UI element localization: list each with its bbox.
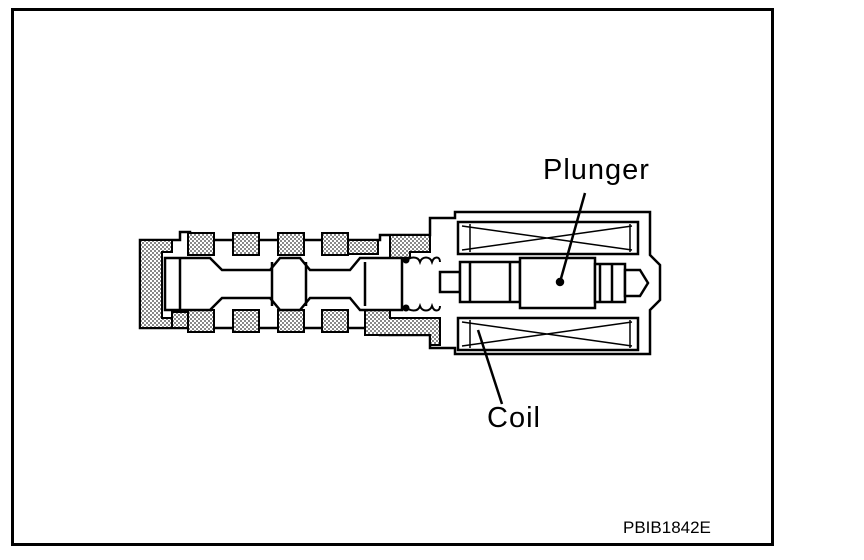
coil-label: Coil: [487, 402, 541, 434]
housing-lands-bottom: [171, 309, 441, 346]
spool-valve: [163, 256, 404, 312]
figure-code: PBIB1842E: [623, 518, 711, 537]
spring: [402, 256, 441, 312]
plunger: [438, 256, 650, 310]
coil-windings: [461, 224, 633, 348]
solenoid-housing: [456, 220, 640, 352]
leader-lines: [476, 192, 587, 405]
plunger-label: Plunger: [543, 154, 650, 186]
